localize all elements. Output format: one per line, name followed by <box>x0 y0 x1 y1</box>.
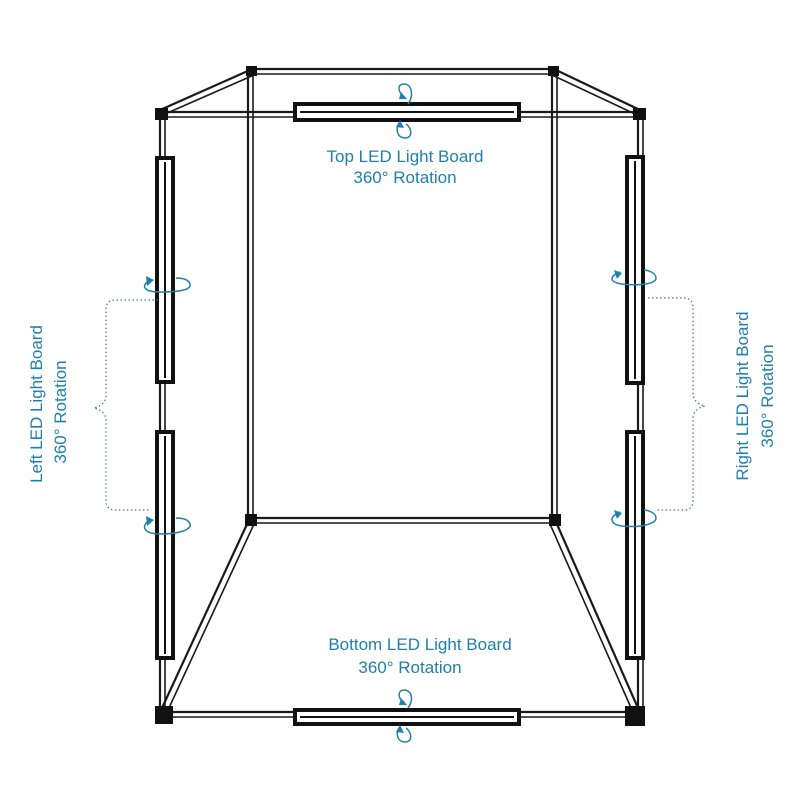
joint-back-top-right <box>548 66 559 76</box>
frame <box>155 66 646 726</box>
left-led-board-upper <box>155 156 175 384</box>
rotation-arrow-icon <box>143 516 191 535</box>
rotation-arrow-icon <box>611 269 657 286</box>
joint-front-top-left <box>155 108 168 120</box>
top-board-subtitle: 360° Rotation <box>353 168 456 187</box>
left-led-board-lower <box>155 430 175 660</box>
right-led-board-lower <box>625 430 645 660</box>
rotation-arrow-icon <box>143 276 191 293</box>
joint-front-bottom-right <box>625 706 645 726</box>
bottom-right-diagonal <box>554 521 640 709</box>
left-board-title: Left LED Light Board <box>27 325 46 483</box>
bottom-led-board <box>293 708 521 726</box>
top-board-title: Top LED Light Board <box>327 147 484 166</box>
top-right-diagonal <box>555 69 641 111</box>
joint-front-bottom-left <box>155 706 173 724</box>
bottom-left-diagonal <box>161 521 249 709</box>
right-led-board-upper <box>625 155 645 385</box>
joint-front-top-right <box>633 108 646 120</box>
joint-back-bottom-left <box>245 514 257 526</box>
right-brace <box>648 297 706 511</box>
joint-back-top-left <box>246 66 257 76</box>
right-board-title: Right LED Light Board <box>733 311 752 480</box>
left-brace <box>93 299 158 511</box>
right-board-subtitle: 360° Rotation <box>758 344 777 447</box>
rotation-arrow-icon <box>611 509 657 528</box>
rotation-arrow-icon <box>396 689 413 743</box>
joint-back-bottom-right <box>549 514 561 526</box>
top-led-board <box>293 102 521 122</box>
rotation-arrow-icon <box>396 83 413 139</box>
bottom-board-subtitle: 360° Rotation <box>358 658 461 677</box>
top-left-diagonal <box>159 68 251 112</box>
bottom-board-title: Bottom LED Light Board <box>328 635 511 654</box>
left-board-subtitle: 360° Rotation <box>51 360 70 463</box>
